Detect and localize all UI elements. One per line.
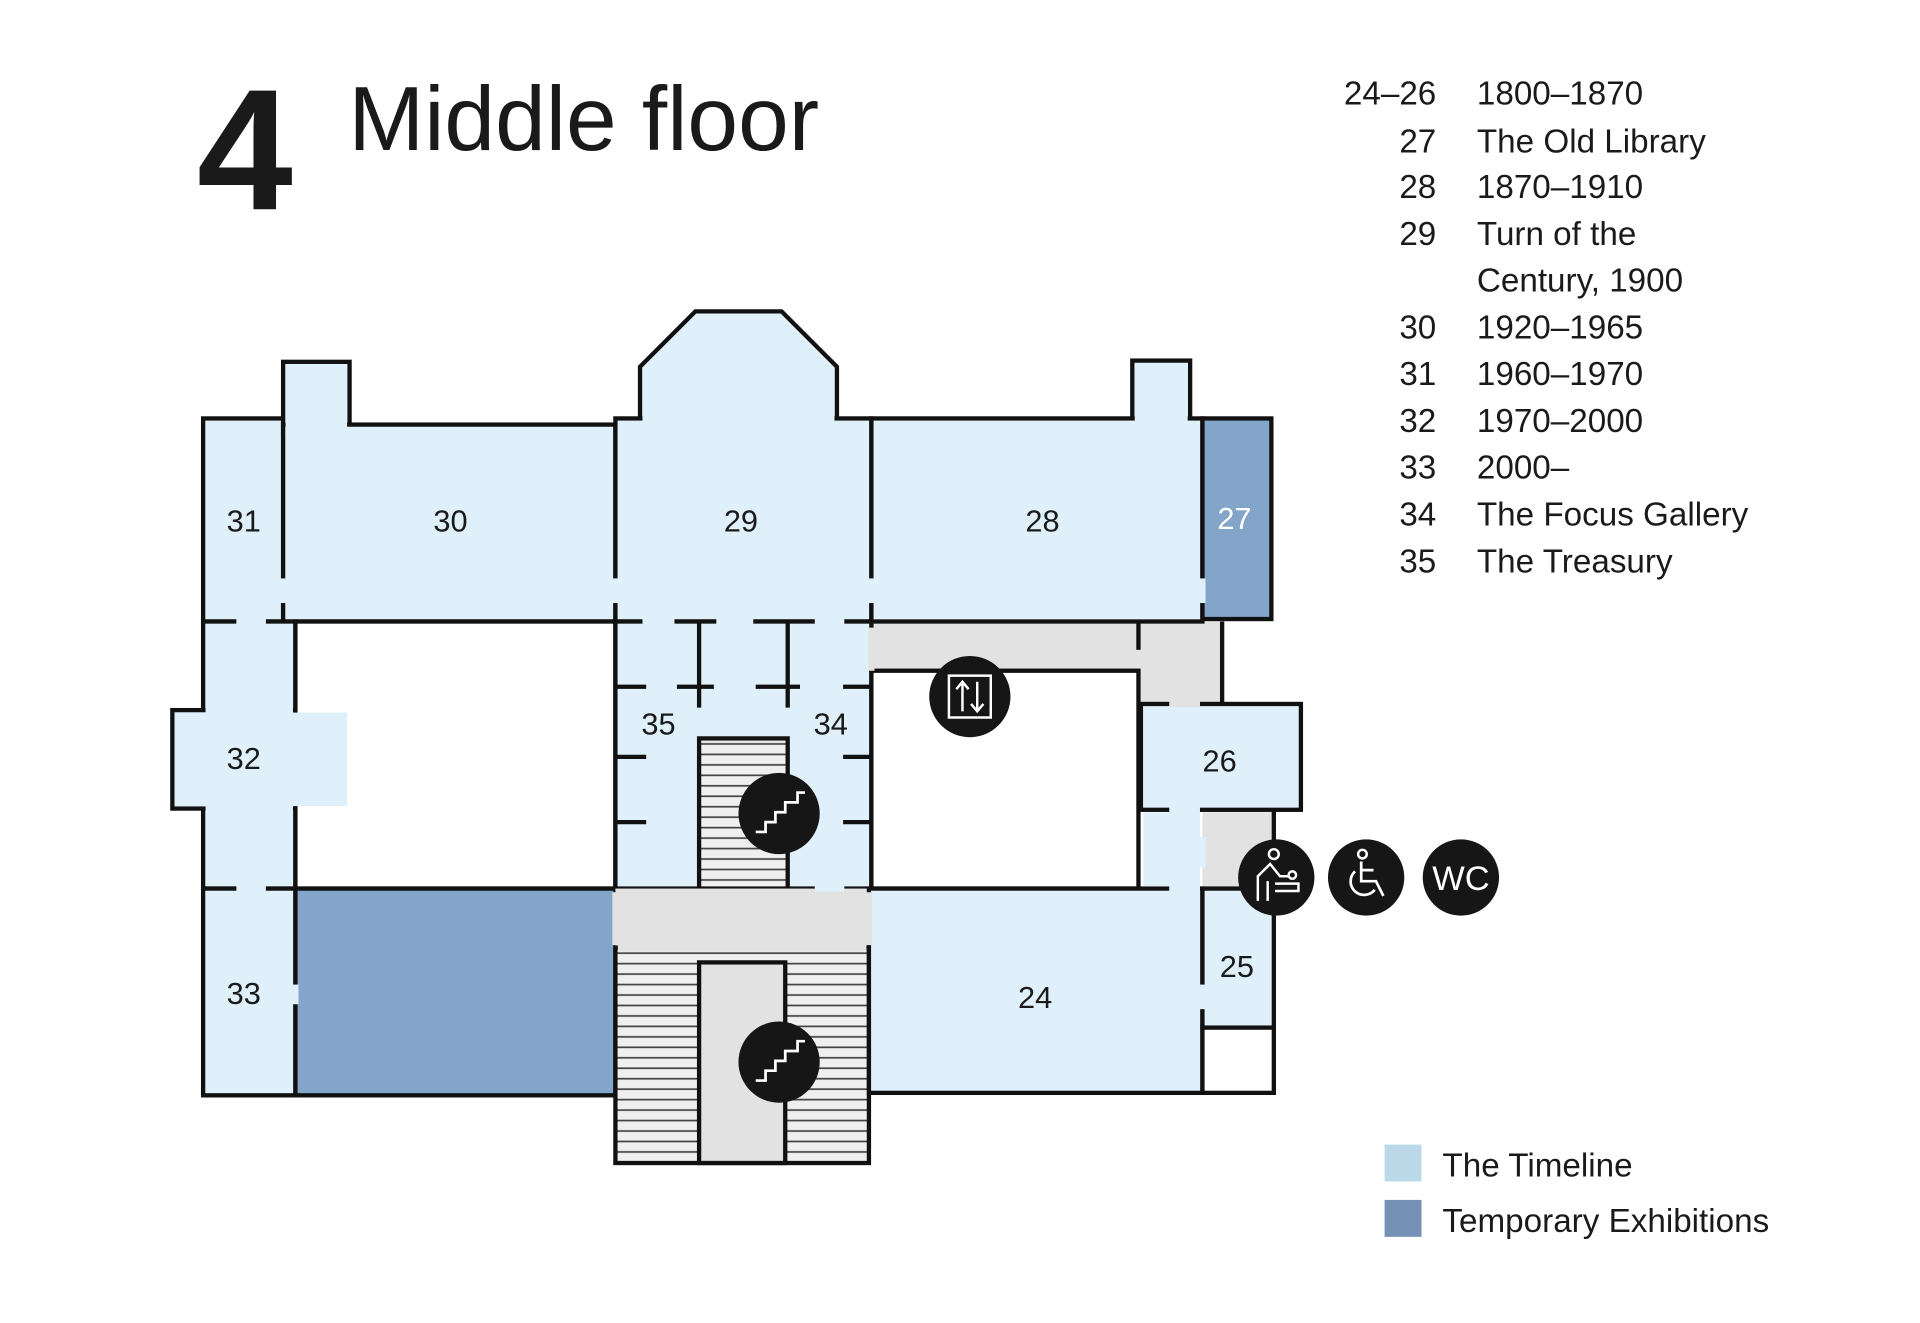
key-label: 1970–2000	[1477, 403, 1643, 440]
room-label-35: 35	[641, 707, 675, 742]
courtyard-west	[293, 619, 618, 891]
key-number: 30	[1399, 309, 1436, 346]
key-number: 29	[1399, 216, 1436, 253]
key-number: 32	[1399, 403, 1436, 440]
room-24[interactable]	[866, 886, 1205, 1096]
key-label: 1800–1870	[1477, 76, 1643, 113]
floor-number: 4	[197, 53, 293, 246]
room-labels: 31 30 29 28 27 32 35 34 26 33 24 25	[227, 501, 1254, 1015]
key-label: 1920–1965	[1477, 309, 1643, 346]
key-number: 33	[1399, 450, 1436, 487]
stairs-icon[interactable]	[738, 772, 820, 855]
legend-swatch-timeline	[1384, 1144, 1422, 1182]
key-label: The Focus Gallery	[1477, 497, 1749, 534]
elevator-icon[interactable]	[929, 655, 1011, 738]
stairs-icon[interactable]	[738, 1021, 820, 1103]
doorways	[236, 578, 1206, 1010]
floor-plan	[170, 309, 1304, 1166]
room-label-34: 34	[814, 707, 848, 742]
key-label: The Old Library	[1477, 124, 1706, 161]
key-number: 31	[1399, 356, 1436, 393]
key-label: Turn of the	[1477, 216, 1636, 253]
partitions	[615, 621, 872, 825]
wheelchair-icon[interactable]	[1327, 839, 1405, 916]
key-number: 24–26	[1344, 76, 1436, 113]
room-label-30: 30	[433, 504, 467, 539]
room-28[interactable]	[869, 416, 1205, 624]
room-label-33: 33	[227, 976, 261, 1011]
key-number: 28	[1399, 169, 1436, 206]
room-label-28: 28	[1025, 504, 1059, 539]
room-label-26: 26	[1203, 744, 1237, 779]
key-number: 27	[1399, 124, 1436, 161]
key-label-continued: Century, 1900	[1477, 263, 1683, 300]
wc-label: WC	[1432, 860, 1489, 898]
baby-changing-icon[interactable]	[1238, 839, 1315, 916]
temporary-exhibition-room[interactable]	[293, 886, 618, 1098]
room-label-31: 31	[227, 504, 261, 539]
room-27[interactable]	[1200, 416, 1274, 622]
wc-icon[interactable]: WC	[1422, 839, 1500, 916]
legend-label: Temporary Exhibitions	[1442, 1203, 1769, 1240]
room-label-27: 27	[1217, 501, 1251, 536]
legend-swatch-temporary	[1384, 1199, 1422, 1237]
key-label: The Treasury	[1477, 543, 1673, 580]
key-number: 35	[1399, 543, 1436, 580]
floor-title: Middle floor	[348, 69, 819, 170]
key-label: 2000–	[1477, 450, 1570, 487]
room-label-32: 32	[227, 741, 261, 776]
room-label-24: 24	[1018, 980, 1052, 1015]
legend-label: The Timeline	[1442, 1148, 1632, 1185]
color-legend: The Timeline Temporary Exhibitions	[1384, 1144, 1769, 1240]
room-label-29: 29	[724, 504, 758, 539]
room-label-25: 25	[1220, 949, 1254, 984]
key-label: 1870–1910	[1477, 169, 1643, 206]
key-label: 1960–1970	[1477, 356, 1643, 393]
room-key: 24–26 1800–1870 27 The Old Library 28 18…	[1344, 76, 1749, 581]
key-number: 34	[1399, 497, 1436, 534]
